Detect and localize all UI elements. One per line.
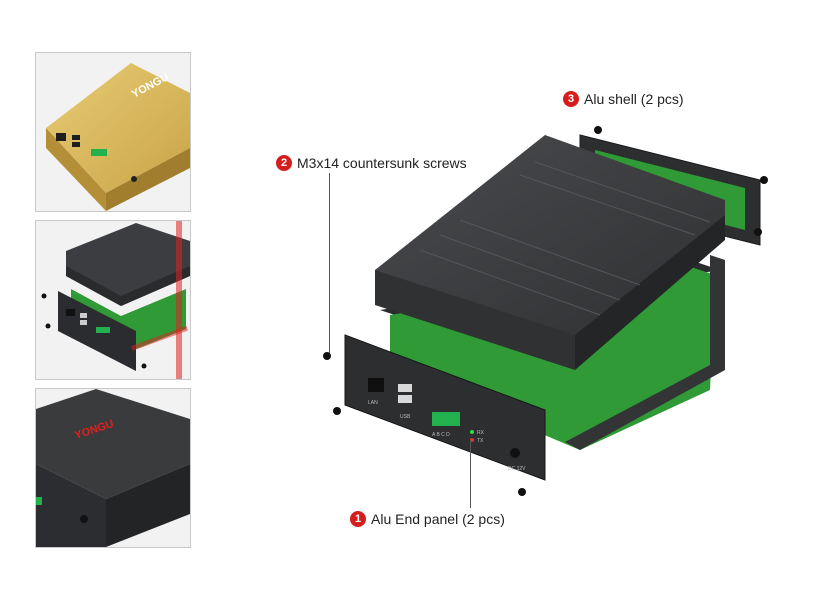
usb-port-icon [398,395,412,403]
usb-label: USB [400,414,411,420]
black-enclosure-image: YONGU [36,389,190,547]
gold-enclosure-image: YONGU [46,63,190,211]
terminal-block-icon [91,149,107,156]
callout-end-panel: 1 Alu End panel (2 pcs) [350,511,505,527]
usb-port-icon [72,135,80,140]
number-badge: 3 [563,91,579,107]
thumbnail-black-enclosure[interactable]: YONGU [35,388,191,548]
thumbnail-gold-enclosure[interactable]: YONGU [35,52,191,212]
tx-label: TX [477,438,484,444]
bottom-shell-side [565,255,725,450]
callout-label: Alu End panel (2 pcs) [371,511,505,527]
callout-alu-shell: 3 Alu shell (2 pcs) [563,91,684,107]
lan-port-icon [56,133,66,141]
front-end-panel [344,334,546,481]
rx-label: RX [477,430,485,436]
leader-line-panel [470,440,471,508]
number-badge: 1 [350,511,366,527]
leader-line-screws [329,173,330,353]
screw-icon [323,126,768,496]
tx-led-icon [470,438,474,442]
dc-jack-icon [131,176,137,182]
lan-port-icon [368,378,384,392]
callout-label: M3x14 countersunk screws [297,155,467,171]
dc-label: DC 12V [508,466,526,472]
guide-rail-highlight [176,221,182,379]
assembly-image [41,221,190,379]
callout-label: Alu shell (2 pcs) [584,91,684,107]
callout-screws: 2 M3x14 countersunk screws [276,155,467,171]
thumbnail-assembly[interactable] [35,220,191,380]
usb-port-icon [398,384,412,392]
dc-jack-icon [510,448,520,458]
rx-led-icon [470,430,474,434]
terminal-block-icon [432,412,460,426]
lan-label: LAN [368,400,378,406]
number-badge: 2 [276,155,292,171]
exploded-view-illustration: LAN USB A B C D RX TX DC 12V [323,126,768,496]
terminal-pins-label: A B C D [432,432,450,438]
dc-jack-icon [80,515,88,523]
